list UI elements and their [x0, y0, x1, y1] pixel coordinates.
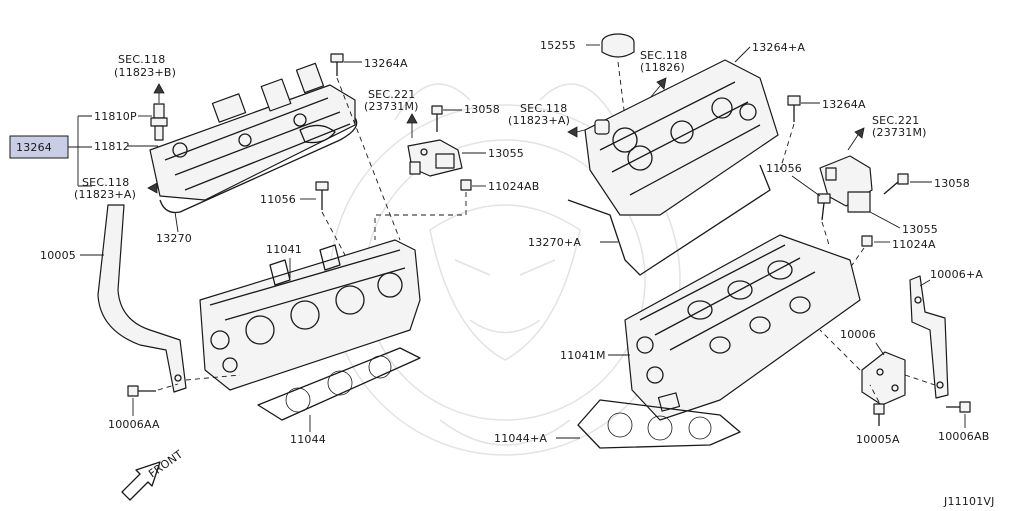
svg-text:(11826): (11826) [640, 61, 685, 74]
cylinder-head-left [199, 239, 421, 391]
part-label-11041m[interactable]: 11041M [560, 349, 606, 362]
part-label-13058-right[interactable]: 13058 [934, 177, 970, 190]
part-label-15255[interactable]: 15255 [540, 39, 576, 52]
callout-sec221-left: SEC.221 (23731M) [364, 88, 419, 138]
cover-gasket-right [567, 164, 771, 276]
svg-text:13264: 13264 [16, 141, 52, 154]
svg-text:SEC.118: SEC.118 [118, 53, 166, 66]
svg-text:SEC.118: SEC.118 [82, 176, 130, 189]
svg-text:SEC.221: SEC.221 [872, 114, 920, 127]
part-label-11044[interactable]: 11044 [290, 433, 326, 446]
svg-text:(11823+A): (11823+A) [508, 114, 570, 127]
svg-text:(23731M): (23731M) [364, 100, 419, 113]
callout-sec118-top: SEC.118 (11826) [640, 49, 688, 99]
front-direction-arrow: FRONT [121, 448, 185, 501]
part-label-10006[interactable]: 10006 [840, 328, 876, 341]
part-label-10005[interactable]: 10005 [40, 249, 76, 262]
cam-sensor-13055-right [819, 155, 873, 213]
bolt-13058-left [431, 105, 443, 132]
part-label-13264plusa[interactable]: 13264+A [752, 41, 805, 54]
part-label-11812[interactable]: 11812 [94, 140, 130, 153]
svg-text:SEC.118: SEC.118 [520, 102, 568, 115]
o-ring-11024a [861, 235, 873, 247]
part-label-11810p[interactable]: 11810P [94, 110, 137, 123]
bolt-10005a [873, 403, 885, 426]
rocker-cover-left [149, 62, 356, 201]
bolt-13264a-left [330, 53, 344, 76]
head-gasket-right [577, 399, 741, 449]
bracket-10006 [861, 351, 906, 406]
svg-text:(23731M): (23731M) [872, 126, 927, 139]
cam-sensor-13055-left [407, 139, 463, 177]
watermark-emblem [329, 83, 681, 456]
part-label-11056-left[interactable]: 11056 [260, 193, 296, 206]
part-label-13270plusa[interactable]: 13270+A [528, 236, 581, 249]
part-label-13055-left[interactable]: 13055 [488, 147, 524, 160]
part-label-10006ab[interactable]: 10006AB [938, 430, 989, 443]
part-label-13270[interactable]: 13270 [156, 232, 192, 245]
part-label-13058-left[interactable]: 13058 [464, 103, 500, 116]
callout-sec118-center: SEC.118 (11823+A) [508, 102, 593, 138]
svg-text:SEC.118: SEC.118 [640, 49, 688, 62]
part-label-13264a-right[interactable]: 13264A [822, 98, 866, 111]
oil-filler-cap-15255 [601, 33, 635, 58]
part-label-11024ab[interactable]: 11024AB [488, 180, 539, 193]
callout-sec118-a-left: SEC.118 (11823+A) [74, 176, 171, 201]
part-label-11041[interactable]: 11041 [266, 243, 302, 256]
callout-sec118-b: SEC.118 (11823+B) [114, 53, 176, 103]
part-label-10006aa[interactable]: 10006AA [108, 418, 160, 431]
bolt-10006aa [127, 385, 156, 397]
part-label-11056-right[interactable]: 11056 [766, 162, 802, 175]
bolt-11056-right [817, 193, 831, 221]
sensor-11810p [150, 103, 168, 141]
part-label-13264a-left[interactable]: 13264A [364, 57, 408, 70]
rocker-cover-right [584, 59, 779, 216]
bolt-13264a-right [787, 95, 801, 122]
bolt-10006ab [946, 401, 971, 413]
cylinder-head-right [624, 234, 861, 421]
part-label-10006plusa[interactable]: 10006+A [930, 268, 983, 281]
callout-sec221-right: SEC.221 (23731M) [847, 114, 927, 151]
o-ring-11024ab [460, 179, 472, 191]
svg-text:(11823+B): (11823+B) [114, 66, 176, 79]
svg-text:SEC.221: SEC.221 [368, 88, 416, 101]
bolt-11056-left [315, 181, 329, 210]
svg-text:(11823+A): (11823+A) [74, 188, 136, 201]
part-label-13264[interactable]: 13264 [9, 135, 69, 159]
part-label-11044plusa[interactable]: 11044+A [494, 432, 547, 445]
figure-id: J11101VJ [943, 495, 995, 508]
head-gasket-left [257, 347, 421, 421]
bracket-10006plusa [909, 275, 949, 399]
part-label-11024a[interactable]: 11024A [892, 238, 936, 251]
part-label-13055-right[interactable]: 13055 [902, 223, 938, 236]
part-label-10005a[interactable]: 10005A [856, 433, 900, 446]
bracket-10005 [97, 204, 187, 393]
cover-gasket-left [159, 117, 358, 214]
bolt-13058-right [883, 173, 909, 195]
